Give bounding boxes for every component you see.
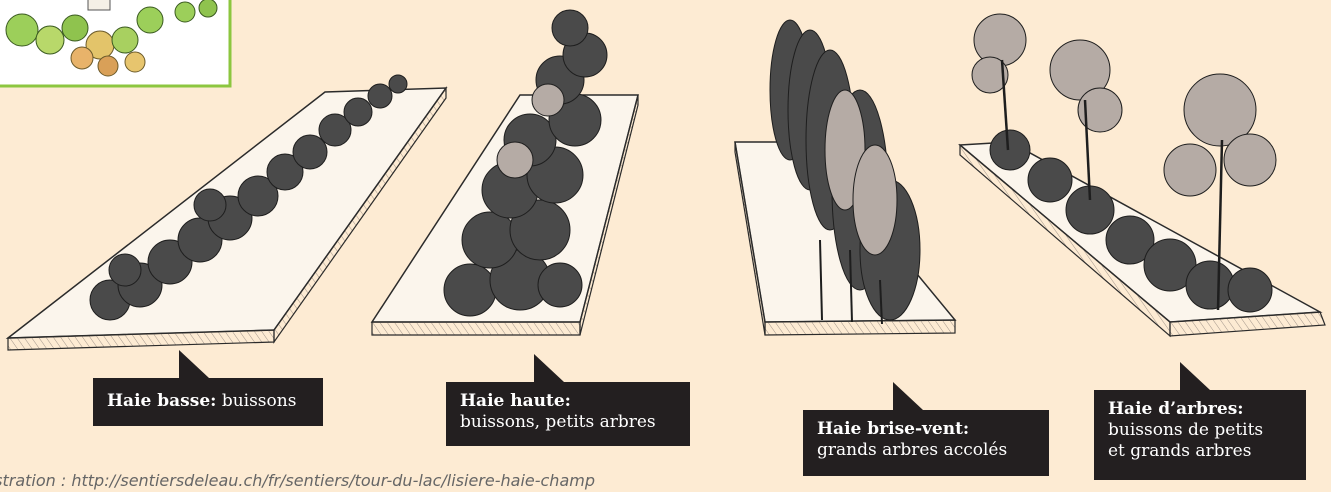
hedge-high-drawing bbox=[372, 10, 638, 335]
hedge-trees-description-line-2: et grands arbres bbox=[1108, 441, 1292, 462]
hedge-trees-description-line-1: buissons de petits bbox=[1108, 420, 1292, 441]
hedge-low-callout: Haie basse: buissons bbox=[93, 378, 323, 426]
hedge-trees-drawing bbox=[960, 14, 1325, 336]
hedge-trees-callout: Haie d’arbres: buissons de petits et gra… bbox=[1094, 390, 1306, 480]
hedge-low-title: Haie basse: bbox=[107, 391, 216, 411]
hedge-trees-title: Haie d’arbres: bbox=[1108, 399, 1292, 420]
hedge-high-description: buissons, petits arbres bbox=[460, 412, 676, 433]
hedge-high-callout: Haie haute: buissons, petits arbres bbox=[446, 382, 690, 446]
hedge-windbreak-title: Haie brise-vent: bbox=[817, 419, 1035, 440]
hedge-high-title: Haie haute: bbox=[460, 391, 676, 412]
hedge-windbreak-description: grands arbres accolés bbox=[817, 440, 1035, 461]
source-caption: ustration : http://sentiersdeleau.ch/fr/… bbox=[0, 471, 760, 492]
inset-thumbnail bbox=[0, 0, 230, 86]
hedge-low-description: buissons bbox=[222, 391, 297, 411]
hedge-windbreak-callout: Haie brise-vent: grands arbres accolés bbox=[803, 410, 1049, 476]
hedge-windbreak-drawing bbox=[735, 20, 955, 335]
